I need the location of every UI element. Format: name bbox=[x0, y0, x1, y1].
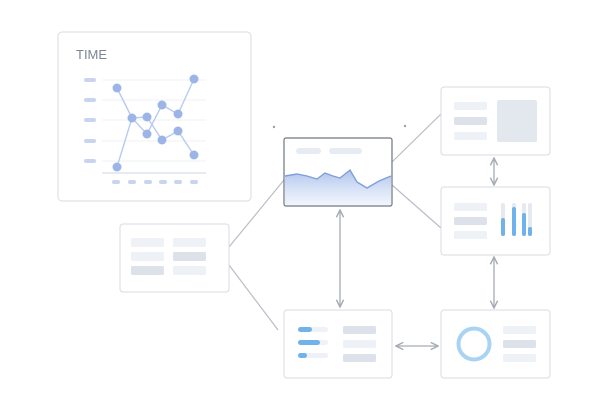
bar-chart-card bbox=[440, 186, 551, 256]
progress-bars-icon bbox=[298, 327, 328, 358]
bar-chart-icon bbox=[501, 203, 532, 236]
image-placeholder bbox=[497, 100, 537, 142]
time-card-title: TIME bbox=[76, 47, 107, 62]
scatter-chart-icon bbox=[84, 74, 206, 184]
area-chart-card bbox=[283, 137, 393, 207]
connector-table-to-areachart bbox=[228, 179, 285, 248]
corner-tick bbox=[403, 124, 407, 128]
corner-tick bbox=[272, 125, 276, 129]
donut-card bbox=[440, 309, 551, 379]
connector-areachart-to-barchart bbox=[391, 184, 442, 229]
donut-chart-icon bbox=[456, 326, 492, 362]
time-scatter-card: TIME bbox=[57, 31, 252, 202]
connector-areachart-to-topright bbox=[391, 113, 442, 163]
area-chart-icon bbox=[284, 168, 392, 205]
connector-table-to-progress bbox=[228, 264, 279, 331]
summary-card bbox=[440, 86, 551, 156]
progress-list-card bbox=[283, 309, 393, 379]
table-card bbox=[119, 223, 230, 293]
connectors bbox=[228, 113, 494, 346]
